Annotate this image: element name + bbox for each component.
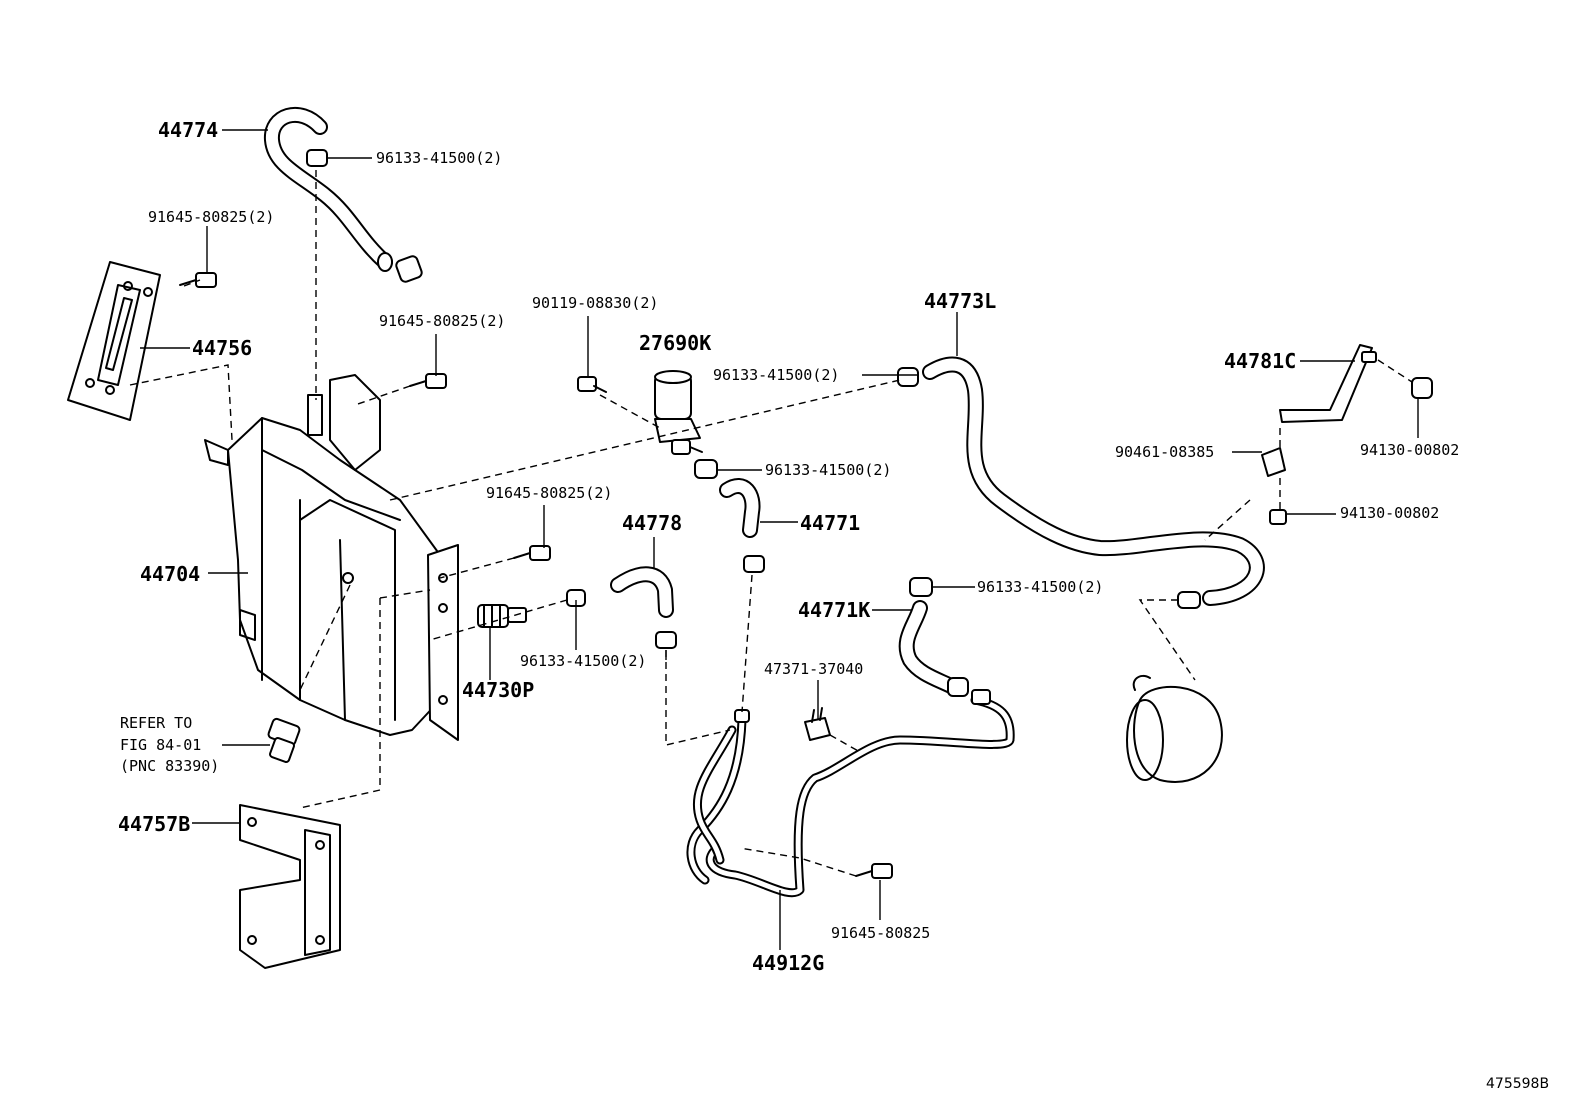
label-47371: 47371-37040: [764, 660, 863, 678]
label-90461: 90461-08385: [1115, 443, 1214, 461]
hose-44778: [566, 566, 677, 649]
bracket-44757b: [239, 804, 341, 969]
label-96133-e: 96133-41500(2): [977, 578, 1103, 596]
label-refer-pnc: (PNC 83390): [120, 757, 219, 775]
bolt-91645-b: [409, 373, 447, 389]
assembly-lines: [129, 170, 1413, 877]
label-44912g: 44912G: [752, 951, 824, 975]
label-44773l: 44773L: [924, 289, 996, 313]
label-44781c: 44781C: [1224, 349, 1296, 373]
bolt-90119: [577, 376, 607, 393]
pipe-44912g: [686, 689, 1015, 898]
label-44756: 44756: [192, 336, 252, 360]
label-refer-to: REFER TO: [120, 714, 192, 732]
switch-refer-84-01: [267, 717, 301, 763]
hose-44771k: [898, 577, 969, 697]
label-94130-b: 94130-00802: [1340, 504, 1439, 522]
label-91645-d: 91645-80825: [831, 924, 930, 942]
sensor-44730p: [477, 604, 527, 628]
label-44757b: 44757B: [118, 812, 190, 836]
label-44730p: 44730P: [462, 678, 534, 702]
leader-lines: [140, 129, 1419, 950]
bolt-91645-d: [855, 863, 893, 879]
label-44771: 44771: [800, 511, 860, 535]
label-96133-b: 96133-41500(2): [713, 366, 839, 384]
label-44704: 44704: [140, 562, 200, 586]
label-44774: 44774: [158, 118, 218, 142]
figure-id: 475598B: [1486, 1076, 1549, 1092]
label-91645-b: 91645-80825(2): [379, 312, 505, 330]
hose-44774: [264, 106, 423, 283]
label-96133-d: 96133-41500(2): [520, 652, 646, 670]
tank-44704: [204, 374, 459, 741]
label-96133-c: 96133-41500(2): [765, 461, 891, 479]
hose-44771: [694, 459, 765, 573]
label-96133-a: 96133-41500(2): [376, 149, 502, 167]
label-91645-c: 91645-80825(2): [486, 484, 612, 502]
label-27690k: 27690K: [639, 331, 711, 355]
hose-44773l: [897, 356, 1265, 609]
label-44771k: 44771K: [798, 598, 870, 622]
label-90119: 90119-08830(2): [532, 294, 658, 312]
bolt-91645-a: [179, 272, 217, 288]
label-91645-a: 91645-80825(2): [148, 208, 274, 226]
bolt-91645-c: [513, 545, 551, 561]
bracket-44781c: [1261, 344, 1433, 525]
label-refer-fig: FIG 84-01: [120, 736, 201, 754]
valve-27690k: [654, 370, 703, 455]
label-44778: 44778: [622, 511, 682, 535]
canister: [1126, 674, 1223, 783]
bracket-44756: [67, 261, 161, 421]
label-94130-a: 94130-00802: [1360, 441, 1459, 459]
